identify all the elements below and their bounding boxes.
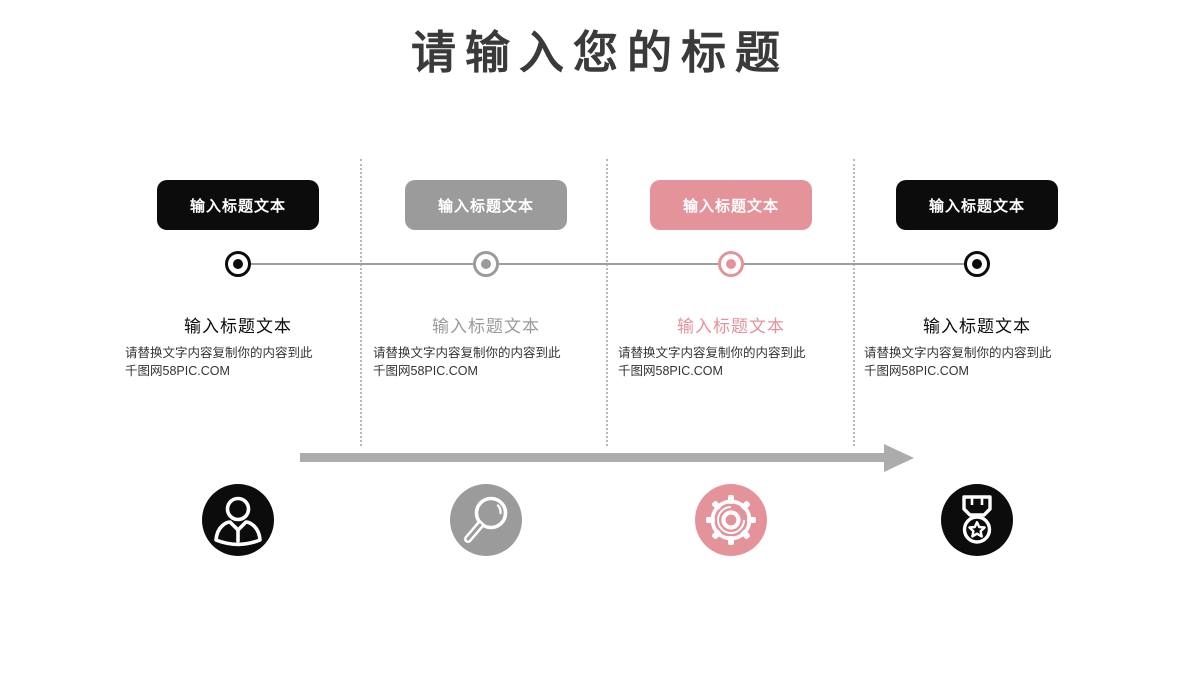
step-button-label: 输入标题文本	[928, 197, 1025, 215]
timeline-node-dot	[233, 259, 243, 269]
step-body[interactable]: 请替换文字内容复制你的内容到此 千图网58PIC.COM	[373, 344, 587, 380]
step-body-line1: 请替换文字内容复制你的内容到此	[125, 346, 313, 360]
step-title-button[interactable]: 输入标题文本	[157, 180, 319, 230]
step-body-line2: 千图网58PIC.COM	[618, 364, 723, 379]
step-heading[interactable]: 输入标题文本	[432, 317, 540, 336]
timeline-step-2: 输入标题文本 输入标题文本 请替换文字内容复制你的内容到此 千图网58PIC.C…	[371, 0, 601, 675]
gear-icon	[695, 484, 767, 556]
step-body-line2: 千图网58PIC.COM	[864, 364, 969, 379]
step-body-line1: 请替换文字内容复制你的内容到此	[373, 346, 561, 360]
step-body[interactable]: 请替换文字内容复制你的内容到此 千图网58PIC.COM	[864, 344, 1078, 380]
timeline-node-dot	[726, 259, 736, 269]
step-body[interactable]: 请替换文字内容复制你的内容到此 千图网58PIC.COM	[618, 344, 832, 380]
step-heading[interactable]: 输入标题文本	[184, 317, 292, 336]
slide-title[interactable]: 请输入您的标题	[410, 28, 789, 78]
timeline-step-4: 输入标题文本 输入标题文本 请替换文字内容复制你的内容到此 千图网58PIC.C…	[862, 0, 1092, 675]
step-body-line1: 请替换文字内容复制你的内容到此	[864, 346, 1052, 360]
flow-arrow	[300, 444, 914, 472]
timeline-node	[718, 251, 744, 277]
dotted-separator	[360, 159, 362, 446]
timeline-line	[238, 263, 977, 265]
timeline-step-1: 输入标题文本 输入标题文本 请替换文字内容复制你的内容到此 千图网58PIC.C…	[123, 0, 353, 675]
step-body-line2: 千图网58PIC.COM	[125, 364, 230, 379]
step-body[interactable]: 请替换文字内容复制你的内容到此 千图网58PIC.COM	[125, 344, 339, 380]
timeline-node-dot	[972, 259, 982, 269]
medal-icon	[941, 484, 1013, 556]
magnifier-icon	[450, 484, 522, 556]
timeline-step-3: 输入标题文本 输入标题文本 请替换文字内容复制你的内容到此 千图网58PIC.C…	[616, 0, 846, 675]
step-heading[interactable]: 输入标题文本	[923, 317, 1031, 336]
dotted-separator	[853, 159, 855, 446]
step-button-label: 输入标题文本	[682, 197, 779, 215]
step-body-line2: 千图网58PIC.COM	[373, 364, 478, 379]
timeline-node	[473, 251, 499, 277]
step-heading[interactable]: 输入标题文本	[677, 317, 785, 336]
dotted-separator	[606, 159, 608, 446]
step-body-line1: 请替换文字内容复制你的内容到此	[618, 346, 806, 360]
timeline-node-dot	[481, 259, 491, 269]
timeline-node	[964, 251, 990, 277]
step-button-label: 输入标题文本	[437, 197, 534, 215]
step-title-button[interactable]: 输入标题文本	[896, 180, 1058, 230]
user-icon	[202, 484, 274, 556]
step-title-button[interactable]: 输入标题文本	[650, 180, 812, 230]
timeline-node	[225, 251, 251, 277]
step-title-button[interactable]: 输入标题文本	[405, 180, 567, 230]
step-button-label: 输入标题文本	[189, 197, 286, 215]
